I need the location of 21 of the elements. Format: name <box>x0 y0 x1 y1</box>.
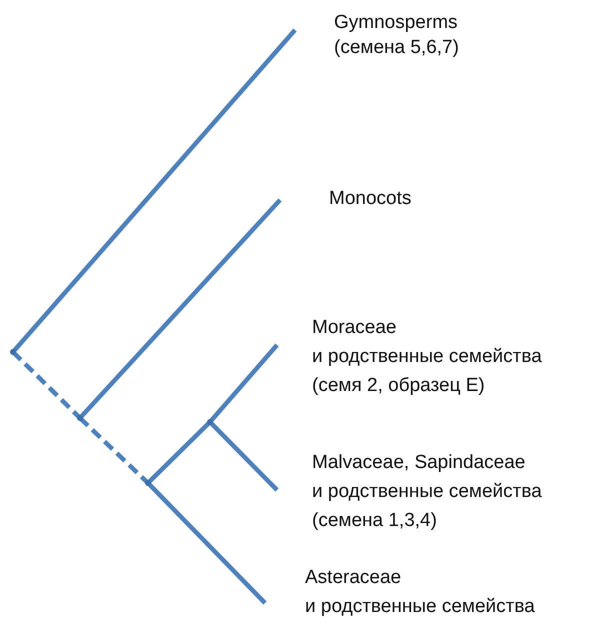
branch-line <box>11 28 297 354</box>
taxon-label: Moraceae <box>312 316 398 340</box>
taxon-label: и родственные семейства <box>312 345 542 369</box>
dashed-branch-line <box>78 416 150 485</box>
taxon-label: и родственные семейства <box>312 480 542 504</box>
branch-line <box>146 481 267 605</box>
branch-line <box>146 420 212 485</box>
taxon-label: Gymnosperms <box>334 11 459 35</box>
taxon-label: Monocots <box>329 187 412 211</box>
branch-point <box>207 419 213 425</box>
taxon-label: (семя 2, образец E) <box>312 374 486 398</box>
branch-line <box>208 344 279 424</box>
taxon-label: (семена 5,6,7) <box>334 36 459 60</box>
dashed-branch-line <box>11 350 82 420</box>
taxon-label: и родственные семейства <box>305 595 535 617</box>
branch-line <box>78 198 282 420</box>
branch-point <box>10 349 16 355</box>
taxon-label: (семена 1,3,4) <box>312 509 438 533</box>
taxon-label: Asteraceae <box>305 566 402 590</box>
branch-line <box>208 420 279 492</box>
taxon-label: Malvaceae, Sapindaceae <box>312 451 526 475</box>
